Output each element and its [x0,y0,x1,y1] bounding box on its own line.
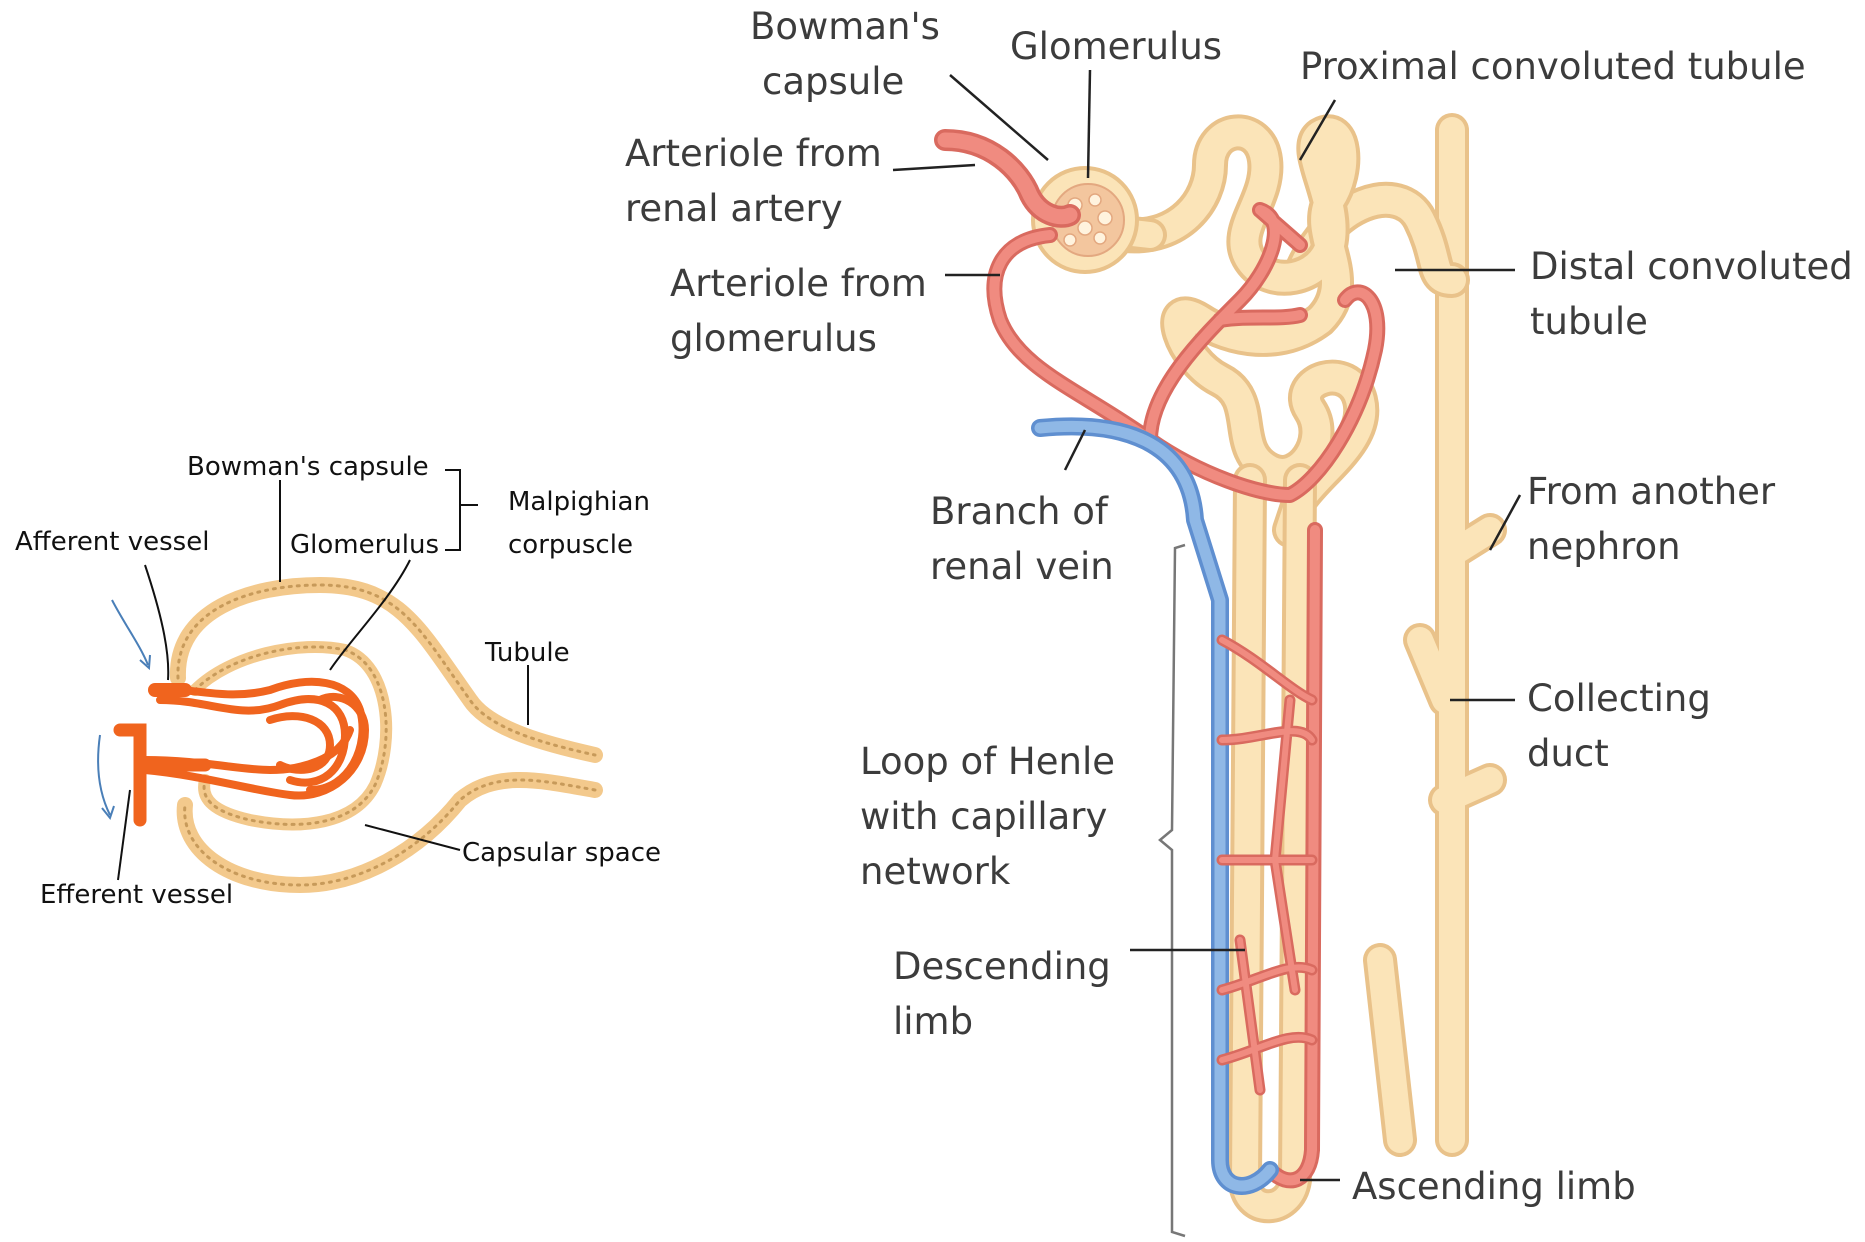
label-descending-line2: limb [893,1000,973,1044]
label-arteriole-renal-line1: Arteriole from [625,132,882,176]
label-glomerulus-large: Glomerulus [1010,25,1222,69]
label-malpighian-line2: corpuscle [508,530,633,561]
nephron-diagram [893,70,1520,1236]
label-collecting-line2: duct [1527,732,1609,776]
label-glomerulus: Glomerulus [290,530,439,561]
glomerulus-loops [145,682,365,796]
label-ascending-limb: Ascending limb [1352,1165,1636,1209]
label-afferent-vessel: Afferent vessel [15,527,209,558]
label-malpighian-line1: Malpighian [508,487,650,518]
label-efferent-vessel: Efferent vessel [40,880,233,911]
label-another-line2: nephron [1527,525,1681,569]
label-arteriole-renal-line2: renal artery [625,187,843,231]
label-another-line1: From another [1527,470,1775,514]
label-tubule: Tubule [485,638,570,669]
label-bowmans-line1: Bowman's [750,5,940,49]
loop-of-henle-bracket [1160,545,1185,1236]
arteriole-network [945,140,1377,1180]
label-distal-line2: tubule [1530,300,1648,344]
label-loop-line3: network [860,850,1010,894]
label-bowmans-line2: capsule [762,60,904,104]
label-proximal-tubule: Proximal convoluted tubule [1300,45,1806,89]
label-bowmans-capsule: Bowman's capsule [187,452,429,483]
label-branch-line1: Branch of [930,490,1108,534]
label-arteriole-glom-line1: Arteriole from [670,262,927,306]
label-loop-line1: Loop of Henle [860,740,1115,784]
label-loop-line2: with capillary [860,795,1107,839]
afferent-flow-arrow [112,600,148,665]
efferent-flow-arrow [98,735,110,815]
label-branch-line2: renal vein [930,545,1114,589]
label-descending-line1: Descending [893,945,1111,989]
label-capsular-space: Capsular space [462,838,661,869]
label-collecting-line1: Collecting [1527,677,1711,721]
label-arteriole-glom-line2: glomerulus [670,317,877,361]
label-distal-line1: Distal convoluted [1530,245,1853,289]
